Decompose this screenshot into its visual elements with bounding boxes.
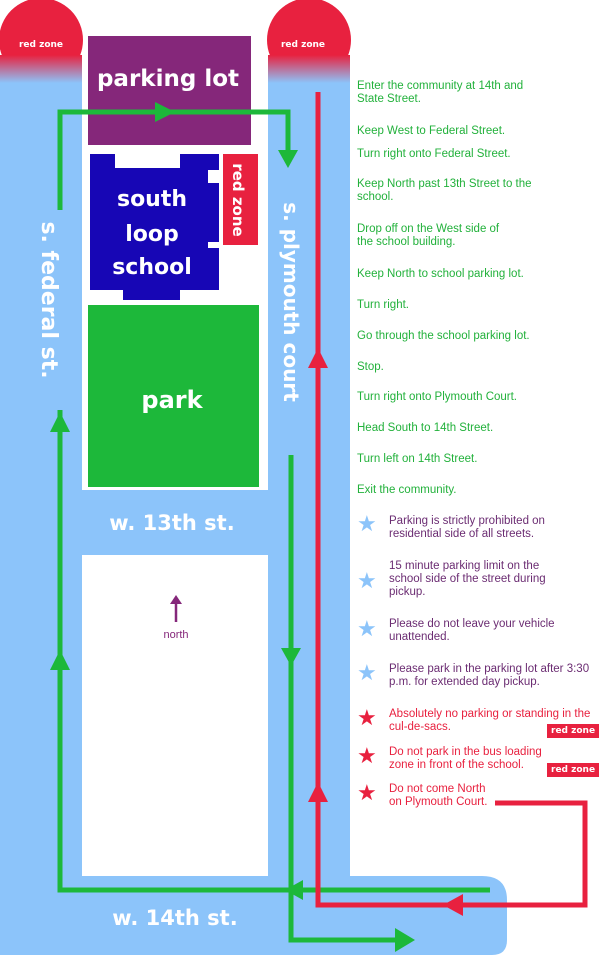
north-arrow-icon: [170, 595, 182, 622]
blue-star-icon: ★: [357, 661, 377, 686]
blue-star-icon: ★: [357, 512, 377, 537]
red-zone-badge: red zone: [547, 724, 600, 738]
green-arrowheads: [50, 102, 415, 952]
red-star-icon: ★: [357, 744, 377, 769]
direction-step: Go through the school parking lot.: [357, 330, 530, 342]
direction-step: Drop off on the West side of the school …: [357, 223, 500, 248]
school-red-zone: [223, 154, 258, 245]
note-item: Do not come North on Plymouth Court.: [389, 783, 488, 808]
federal-street-label: s. federal st.: [36, 221, 61, 378]
direction-step: Keep North to school parking lot.: [357, 268, 524, 280]
thirteenth-street-label: w. 13th st.: [109, 511, 234, 535]
red-zone-right-label: red zone: [281, 40, 325, 50]
direction-step: Turn right onto Plymouth Court.: [357, 391, 518, 403]
south-loop-school: [90, 154, 219, 300]
direction-step: Exit the community.: [357, 484, 457, 496]
note-item: Do not park in the bus loading zone in f…: [389, 746, 542, 771]
blue-star-icon: ★: [357, 569, 377, 594]
park-label: park: [141, 386, 203, 414]
parking-lot: [88, 36, 251, 145]
blue-star-icon: ★: [357, 617, 377, 642]
school-label-3: school: [112, 255, 192, 280]
note-item: Please do not leave your vehicle unatten…: [389, 618, 555, 643]
direction-step: Turn right.: [357, 299, 409, 311]
school-label-2: loop: [125, 222, 179, 247]
red-zone-badge: red zone: [547, 763, 600, 777]
note-item: 15 minute parking limit on the school si…: [389, 560, 546, 598]
note-item: Absolutely no parking or standing in the…: [389, 708, 591, 733]
school-red-zone-label: red zone: [229, 163, 247, 236]
direction-step: Turn right onto Federal Street.: [357, 148, 511, 160]
red-route: [315, 92, 588, 908]
fourteenth-street: [0, 876, 507, 955]
red-star-icon: ★: [357, 781, 377, 806]
direction-step: Turn left on 14th Street.: [357, 453, 478, 465]
red-arrowheads: [308, 348, 463, 916]
parking-lot-label: parking lot: [97, 66, 239, 92]
direction-step: Keep West to Federal Street.: [357, 125, 506, 137]
red-zone-left-label: red zone: [19, 40, 63, 50]
direction-step: Stop.: [357, 361, 384, 373]
direction-step: Head South to 14th Street.: [357, 422, 494, 434]
plymouth-court-label: s. plymouth court: [279, 202, 303, 402]
direction-step: Enter the community at 14th and State St…: [357, 80, 524, 105]
note-item: Parking is strictly prohibited on reside…: [389, 515, 545, 540]
note-item: Please park in the parking lot after 3:3…: [389, 663, 590, 688]
fourteenth-street-label: w. 14th st.: [112, 906, 237, 930]
school-label-1: south: [117, 187, 187, 212]
red-star-icon: ★: [357, 706, 377, 731]
direction-step: Keep North past 13th Street to the schoo…: [357, 178, 532, 203]
park: [88, 305, 259, 487]
north-label: north: [163, 629, 188, 641]
